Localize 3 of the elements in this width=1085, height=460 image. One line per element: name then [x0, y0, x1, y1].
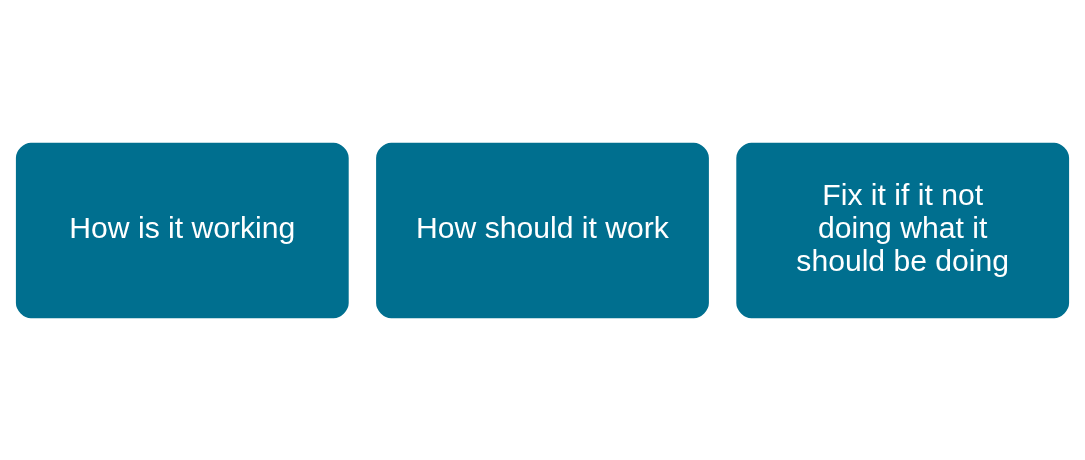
node-box: How should it work [373, 139, 712, 321]
node-box: Fix it if it not doing what it should be doing [733, 139, 1072, 321]
node-box: How is it working [13, 139, 352, 321]
